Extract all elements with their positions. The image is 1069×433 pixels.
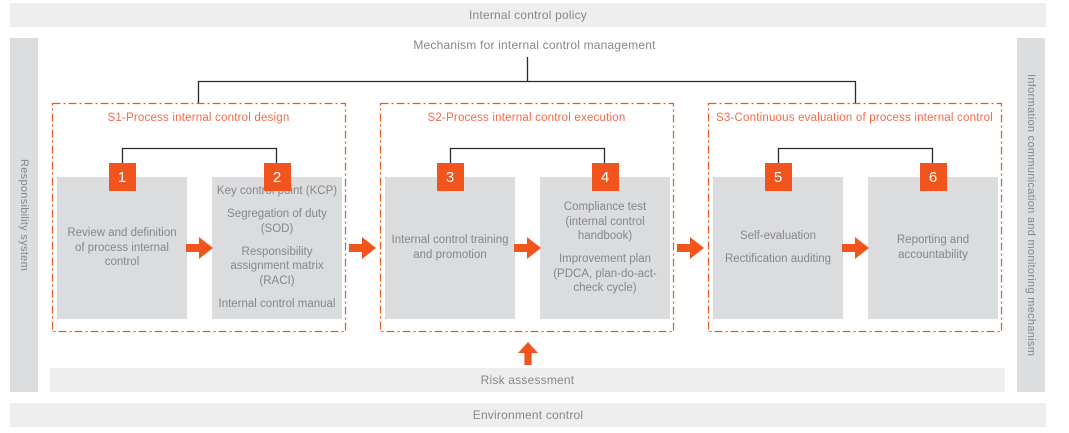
section-s2-title: S2-Process internal control execution bbox=[427, 112, 626, 124]
step-number-tab-3: 3 bbox=[436, 163, 464, 191]
section-s3: S3-Continuous evaluation of process inte… bbox=[708, 103, 1001, 331]
flow-arrow-right-icon bbox=[186, 237, 213, 259]
section-s1-border bbox=[51, 102, 347, 333]
step-number-tab-5: 5 bbox=[764, 163, 792, 191]
step-box-6: Reporting and accountability bbox=[868, 177, 998, 319]
environment-control-bar: Environment control bbox=[10, 403, 1046, 427]
responsibility-system-label: Responsibility system bbox=[18, 158, 30, 272]
responsibility-system-sidebar: Responsibility system bbox=[10, 38, 38, 392]
top-bracket-line bbox=[197, 80, 857, 103]
s2-steps-bracket bbox=[449, 147, 606, 163]
internal-control-policy-bar: Internal control policy bbox=[10, 3, 1046, 27]
step-box-4: Compliance test (internal control handbo… bbox=[540, 177, 670, 319]
section-s3-title: S3-Continuous evaluation of process inte… bbox=[716, 112, 993, 124]
environment-control-label: Environment control bbox=[472, 408, 584, 422]
s1-steps-bracket bbox=[121, 147, 278, 163]
step-box-1: Review and definition of process interna… bbox=[57, 177, 187, 319]
flow-arrow-right-icon bbox=[842, 237, 869, 259]
internal-control-policy-label: Internal control policy bbox=[469, 8, 587, 22]
risk-assessment-bar: Risk assessment bbox=[50, 368, 1005, 392]
mechanism-label: Mechanism for internal control managemen… bbox=[413, 38, 656, 52]
section-s1-title: S1-Process internal control design bbox=[107, 112, 290, 124]
step-number-tab-6: 6 bbox=[919, 163, 947, 191]
step-number-tab-1: 1 bbox=[108, 163, 136, 191]
info-communication-monitoring-label: Information communication and monitoring… bbox=[1025, 73, 1037, 357]
section-s3-border bbox=[707, 102, 1003, 333]
step-number-tab-2: 2 bbox=[263, 163, 291, 191]
section-s2-border bbox=[379, 102, 675, 333]
s3-steps-bracket bbox=[777, 147, 934, 163]
flow-arrow-right-icon bbox=[514, 237, 541, 259]
section-s1: S1-Process internal control design 1 2 R… bbox=[52, 103, 345, 331]
info-communication-monitoring-sidebar: Information communication and monitoring… bbox=[1017, 38, 1045, 392]
step-number-tab-4: 4 bbox=[591, 163, 619, 191]
step-box-2: Key control point (KCP)Segregation of du… bbox=[212, 177, 342, 319]
risk-assessment-label: Risk assessment bbox=[480, 373, 575, 387]
section-s2: S2-Process internal control execution 3 … bbox=[380, 103, 673, 331]
step-box-3: Internal control training and promotion bbox=[385, 177, 515, 319]
